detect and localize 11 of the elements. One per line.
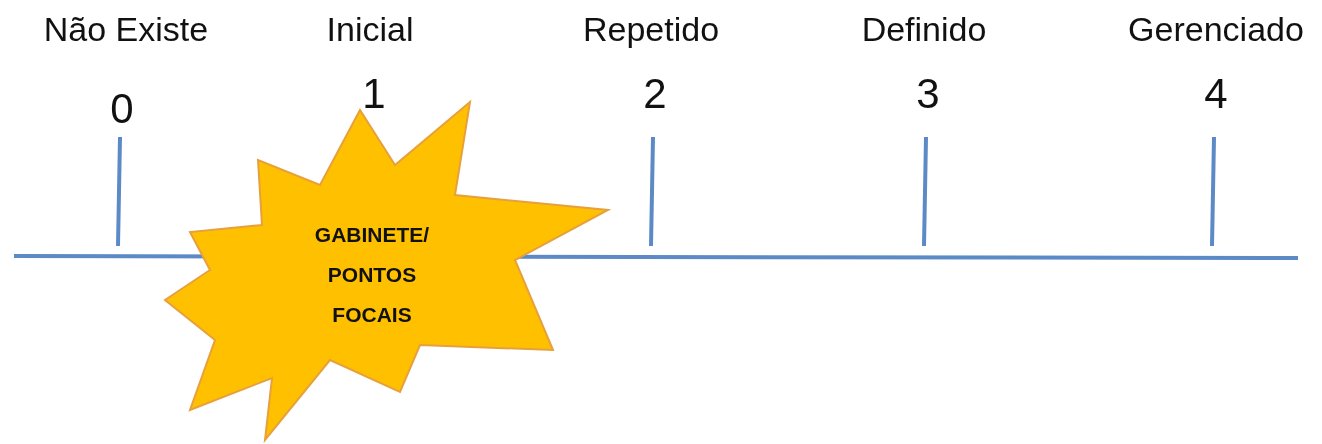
level-name: Gerenciado <box>1128 10 1304 49</box>
starburst-text: GABINETE/ PONTOS FOCAIS <box>313 222 431 328</box>
level-name: Não Existe <box>43 10 209 49</box>
level-number: 4 <box>1204 70 1228 118</box>
level-number: 3 <box>916 70 940 118</box>
level-name: Definido <box>861 10 987 49</box>
level-number: 0 <box>110 85 134 133</box>
level-number: 1 <box>362 70 386 118</box>
level-name: Inicial <box>326 10 414 49</box>
level-name: Repetido <box>582 10 720 49</box>
level-number: 2 <box>643 70 667 118</box>
